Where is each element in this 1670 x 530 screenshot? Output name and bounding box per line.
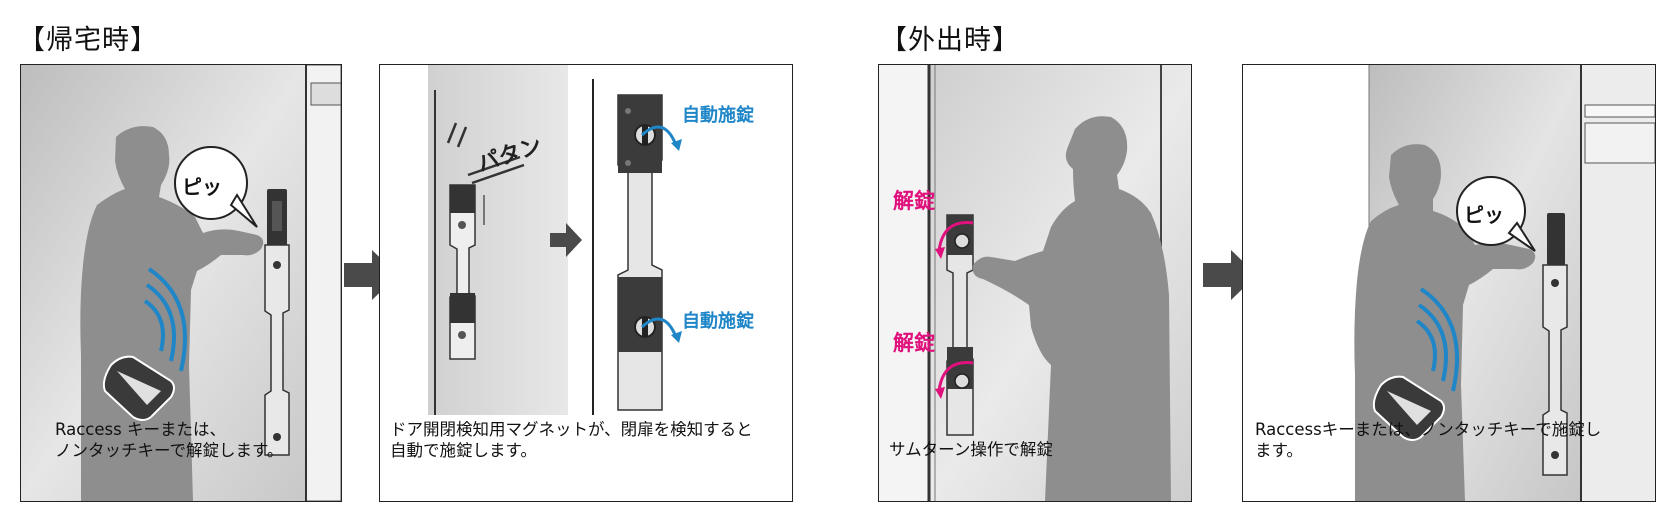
panel-1-illustration	[21, 65, 341, 501]
rotate-arrow-icon	[640, 317, 678, 338]
rotate-arrow-icon	[937, 361, 974, 392]
bubble-text: ピッ	[1464, 203, 1504, 227]
rotate-arrow-icon	[937, 221, 974, 252]
door-handle	[1542, 264, 1568, 476]
caption-panel-2: ドア開閉検知用マグネットが、閉扉を検知すると 自動で施錠します。	[390, 419, 753, 461]
section-title-return-home: 【帰宅時】	[18, 25, 158, 56]
caption-panel-4: Raccessキーまたは、ノンタッチキーで施錠し ます。	[1255, 419, 1601, 461]
caption-line: ます。	[1255, 441, 1303, 460]
bubble-text: ピッ	[182, 175, 222, 199]
panel-4-illustration	[1354, 65, 1655, 501]
panel-going-out-unlock: 解錠 解錠 サムターン操作で解錠	[878, 64, 1192, 502]
closing-door	[428, 65, 568, 415]
panel-going-out-lock: ピッ Raccessキーまたは、ノンタッチキーで施錠し ます。	[1242, 64, 1656, 502]
signal-waves	[1415, 319, 1437, 372]
label-unlock-bottom: 解錠	[893, 331, 935, 355]
speech-bubble	[1456, 176, 1526, 246]
label-auto-lock-top: 自動施錠	[682, 105, 754, 126]
caption-line: 自動で施錠します。	[390, 441, 537, 460]
panel-return-unlock: ピッ Raccess キーまたは、 ノンタッチキーで解錠します。	[20, 64, 342, 502]
person-silhouette	[972, 116, 1171, 501]
panel-2-illustration	[428, 65, 682, 415]
caption-line: サムターン操作で解錠	[889, 440, 1053, 459]
signal-waves	[143, 299, 165, 352]
caption-line: Raccess キーまたは、	[55, 420, 226, 439]
label-unlock-top: 解錠	[893, 189, 935, 213]
arrow-right-small-icon	[550, 223, 582, 257]
panel-auto-lock: パタン 自動施錠 自動施錠 ドア開閉検知用マグネットが、閉扉を検知すると 自動で…	[379, 64, 793, 502]
caption-line: Raccessキーまたは、ノンタッチキーで施錠し	[1255, 420, 1602, 439]
door-frame	[305, 65, 341, 501]
caption-panel-1: Raccess キーまたは、 ノンタッチキーで解錠します。	[55, 419, 283, 461]
touch-pad	[1547, 213, 1565, 265]
caption-panel-3: サムターン操作で解錠	[889, 439, 1053, 460]
section-title-going-out: 【外出時】	[880, 25, 1020, 56]
door-handle	[264, 244, 290, 456]
panel-3-illustration	[879, 65, 1191, 501]
label-auto-lock-bottom: 自動施錠	[682, 311, 754, 332]
speech-bubble	[174, 146, 248, 220]
rotate-arrow-icon	[640, 125, 678, 146]
caption-line: ノンタッチキーで解錠します。	[55, 441, 284, 460]
caption-line: ドア開閉検知用マグネットが、閉扉を検知すると	[390, 420, 753, 439]
